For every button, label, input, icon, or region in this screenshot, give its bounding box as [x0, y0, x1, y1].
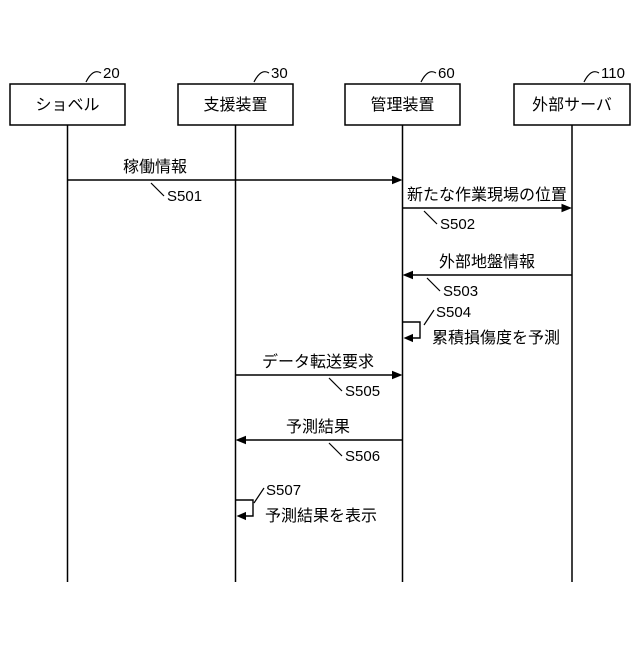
actor-ref: 110	[601, 65, 625, 82]
actor-external-server: 110 外部サーバ	[513, 65, 631, 582]
arrowhead-left-icon	[235, 435, 246, 445]
self-loop	[402, 321, 421, 339]
step-lead-line	[253, 487, 265, 504]
actor-management-device: 60 管理装置	[344, 65, 461, 582]
arrowhead-right-icon	[392, 370, 403, 380]
actor-label: 外部サーバ	[532, 96, 612, 114]
message-label: 予測結果を表示	[265, 507, 377, 525]
actor-ref: 60	[438, 65, 455, 82]
step-lead-line	[150, 182, 165, 197]
actor-label: ショベル	[35, 97, 99, 114]
actor-label: 管理装置	[370, 96, 434, 114]
arrowhead-right-icon	[392, 175, 403, 185]
step-lead-line	[423, 309, 435, 326]
arrowhead-right-icon	[561, 203, 572, 213]
step-label: S504	[436, 304, 471, 321]
actor-support-device: 30 支援装置	[177, 65, 294, 582]
message-s503: 外部地盤情報 S503	[402, 253, 572, 300]
ref-lead-line	[253, 71, 270, 83]
ref-lead-line	[420, 71, 437, 83]
arrowhead-left-icon	[403, 333, 413, 343]
step-label: S502	[440, 216, 475, 233]
actor-label: 支援装置	[203, 96, 267, 114]
message-label: 累積損傷度を予測	[432, 329, 560, 347]
arrowhead-left-icon	[402, 270, 413, 280]
ref-lead-line	[85, 71, 102, 83]
actor-ref: 30	[271, 65, 288, 82]
step-lead-line	[328, 377, 343, 392]
message-s505: データ転送要求 S505	[235, 352, 403, 400]
actor-box	[9, 83, 126, 126]
step-label: S507	[266, 482, 301, 499]
arrowhead-left-icon	[236, 511, 246, 521]
message-label: 新たな作業現場の位置	[407, 186, 567, 204]
message-label: データ転送要求	[262, 352, 374, 371]
message-s501: 稼働情報 S501	[67, 158, 403, 205]
message-label: 予測結果	[286, 418, 350, 436]
actor-box	[177, 83, 294, 126]
step-lead-line	[328, 442, 343, 457]
step-label: S506	[345, 448, 380, 465]
message-s506: 予測結果 S506	[235, 418, 403, 465]
step-label: S503	[443, 283, 478, 300]
self-message-s507: S507 予測結果を表示	[235, 482, 377, 525]
message-s502: 新たな作業現場の位置 S502	[402, 186, 572, 233]
actor-box	[344, 83, 461, 126]
self-message-s504: S504 累積損傷度を予測	[402, 304, 560, 347]
message-label: 稼働情報	[123, 158, 187, 176]
step-lead-line	[426, 277, 441, 292]
actor-ref: 20	[103, 65, 120, 82]
step-label: S501	[167, 188, 202, 205]
self-loop	[235, 499, 254, 517]
actor-shovel: 20 ショベル	[9, 65, 126, 582]
message-label: 外部地盤情報	[439, 253, 535, 271]
step-label: S505	[345, 383, 380, 400]
step-lead-line	[423, 210, 438, 225]
ref-lead-line	[583, 71, 600, 83]
